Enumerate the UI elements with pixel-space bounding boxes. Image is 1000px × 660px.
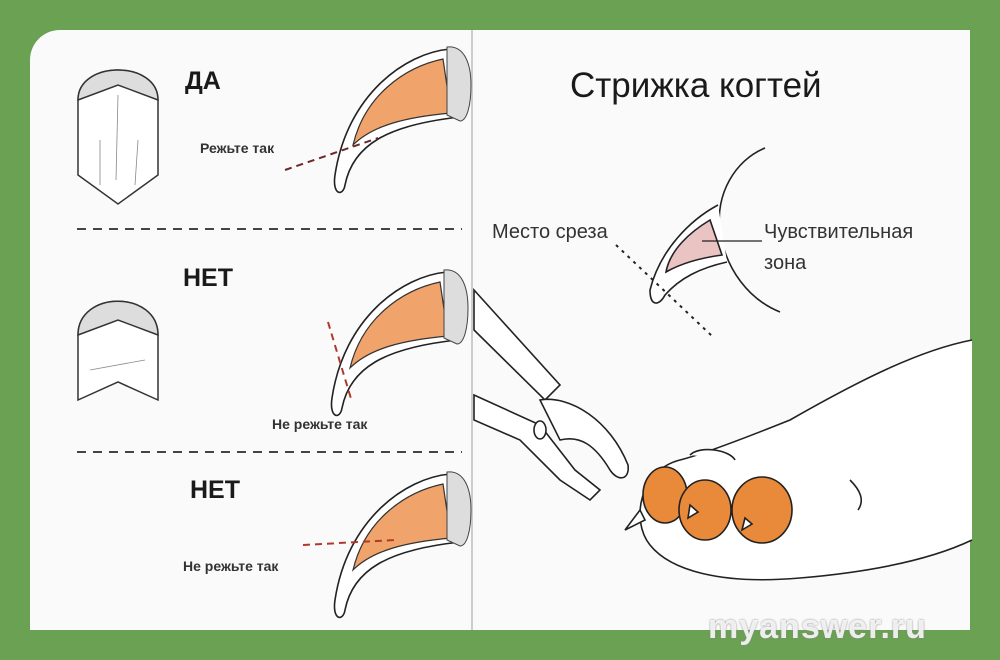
sensitive-zone-label-1: Чувствительная (764, 221, 914, 243)
nail-incorrect-icon (77, 300, 159, 402)
cut-place-label: Место среза (492, 221, 608, 243)
no-cut-label-2: Не режьте так (183, 558, 279, 574)
nail-correct-icon (77, 69, 159, 205)
yes-cut-label: Режьте так (200, 140, 275, 156)
yes-heading: ДА (185, 67, 221, 95)
claw-correct (333, 46, 472, 194)
claw-incorrect-2 (333, 471, 472, 619)
no-heading-1: НЕТ (183, 264, 233, 292)
claw-incorrect-1 (330, 269, 469, 417)
watermark: myanswer.ru (708, 608, 927, 646)
nail-clipper-icon (473, 287, 629, 502)
claw-detail (615, 147, 781, 337)
sensitive-zone-label-2: зона (764, 252, 807, 274)
page-title: Стрижка когтей (570, 66, 822, 105)
cat-paw (624, 339, 973, 581)
no-cut-label-1: Не режьте так (272, 416, 368, 432)
no-heading-2: НЕТ (190, 476, 240, 504)
